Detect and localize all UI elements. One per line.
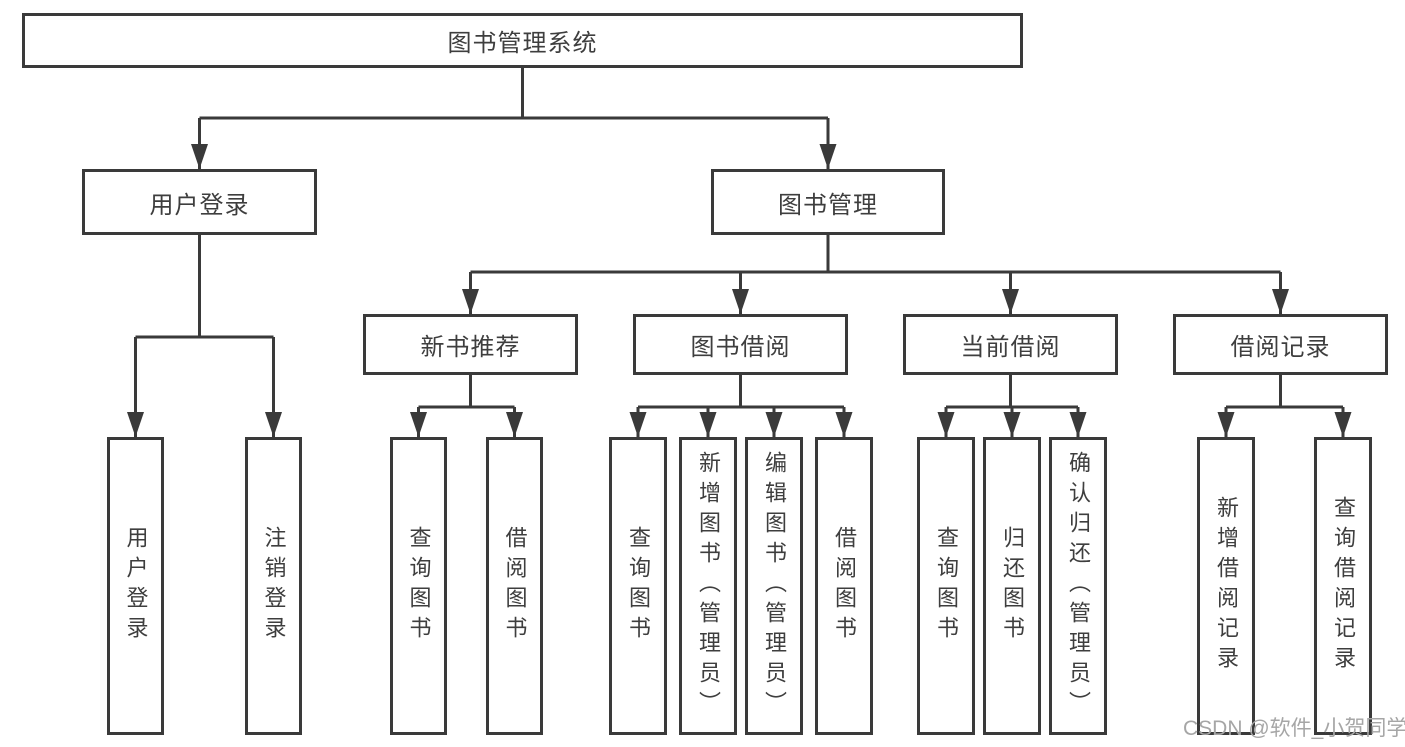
node-leaf-query-books-1-label: 查询图书	[406, 526, 432, 646]
node-leaf-return-books: 归还图书	[983, 437, 1041, 735]
node-leaf-add-books-admin-label: 新增图书（管理员）	[696, 451, 721, 721]
node-leaf-query-books-1: 查询图书	[390, 437, 447, 735]
node-leaf-borrow-books-2-label: 借阅图书	[832, 526, 857, 646]
node-leaf-edit-books-admin: 编辑图书（管理员）	[745, 437, 803, 735]
node-book-management-label: 图书管理	[778, 191, 878, 219]
node-book-borrow-label: 图书借阅	[690, 334, 791, 361]
node-new-book-recommend-label: 新书推荐	[420, 334, 521, 361]
connector-root-bus	[199, 68, 828, 120]
connector-user-login-bus	[135, 235, 274, 339]
node-leaf-user-login-label: 用户登录	[123, 526, 149, 646]
node-current-borrow-label: 当前借阅	[960, 334, 1061, 361]
node-borrow-records-label: 借阅记录	[1230, 334, 1331, 361]
node-leaf-add-borrow-record: 新增借阅记录	[1197, 437, 1255, 735]
node-root: 图书管理系统	[22, 13, 1023, 68]
node-leaf-add-books-admin: 新增图书（管理员）	[679, 437, 737, 735]
node-leaf-query-books-3-label: 查询图书	[934, 526, 959, 646]
node-leaf-borrow-books-2: 借阅图书	[815, 437, 873, 735]
node-leaf-user-login: 用户登录	[107, 437, 164, 735]
connector-new-book-bus	[418, 375, 515, 409]
connector-book-borrow-bus	[638, 375, 844, 409]
node-book-borrow: 图书借阅	[633, 314, 848, 375]
node-book-management: 图书管理	[711, 169, 945, 235]
node-leaf-return-books-label: 归还图书	[1000, 526, 1025, 646]
node-leaf-query-borrow-record: 查询借阅记录	[1314, 437, 1372, 735]
node-borrow-records: 借阅记录	[1173, 314, 1388, 375]
csdn-watermark: CSDN @软件_小贺同学	[1183, 717, 1405, 740]
connector-current-borrow-bus	[946, 375, 1078, 409]
node-leaf-logout-label: 注销登录	[261, 526, 287, 646]
node-leaf-confirm-return-admin: 确认归还（管理员）	[1049, 437, 1107, 735]
node-leaf-add-borrow-record-label: 新增借阅记录	[1214, 496, 1239, 676]
node-leaf-query-books-2-label: 查询图书	[626, 526, 651, 646]
node-leaf-query-books-2: 查询图书	[609, 437, 667, 735]
node-leaf-confirm-return-admin-label: 确认归还（管理员）	[1066, 451, 1091, 721]
node-leaf-borrow-books-1-label: 借阅图书	[502, 526, 528, 646]
node-leaf-query-borrow-record-label: 查询借阅记录	[1331, 496, 1356, 676]
node-user-login-label: 用户登录	[149, 191, 250, 219]
node-new-book-recommend: 新书推荐	[363, 314, 578, 375]
node-current-borrow: 当前借阅	[903, 314, 1118, 375]
node-leaf-edit-books-admin-label: 编辑图书（管理员）	[762, 451, 787, 721]
node-leaf-logout: 注销登录	[245, 437, 302, 735]
node-leaf-borrow-books-1: 借阅图书	[486, 437, 543, 735]
connector-borrow-records-bus	[1226, 375, 1343, 409]
node-root-label: 图书管理系统	[447, 30, 598, 57]
node-leaf-query-books-3: 查询图书	[917, 437, 975, 735]
connector-book-management-bus	[470, 235, 1281, 274]
node-user-login: 用户登录	[82, 169, 317, 235]
